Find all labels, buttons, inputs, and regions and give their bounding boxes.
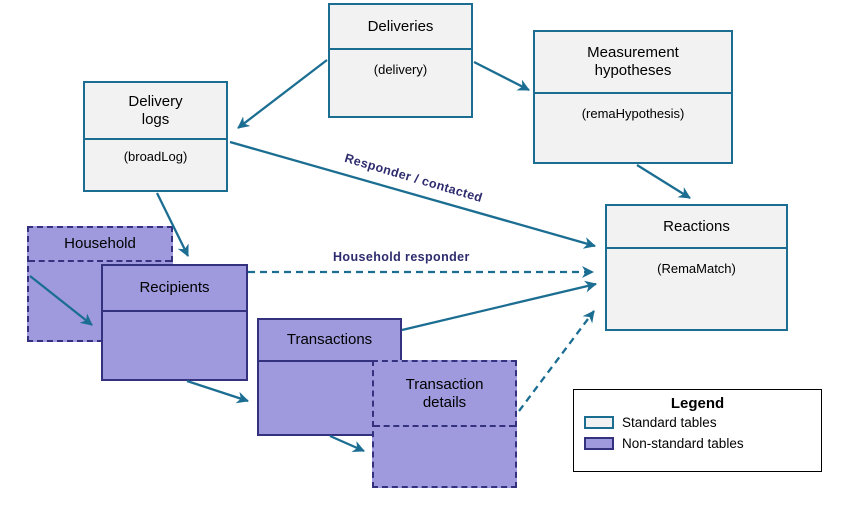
standard-table-swatch xyxy=(584,416,614,429)
entity-delivery-logs-subtitle: (broadLog) xyxy=(123,149,188,164)
legend-item-non-standard: Non-standard tables xyxy=(584,436,811,451)
legend-item-standard: Standard tables xyxy=(584,415,811,430)
entity-reactions-subtitle: (RemaMatch) xyxy=(657,261,736,276)
entity-recipients: Recipients xyxy=(101,264,248,381)
edge-label-responder-contacted: Responder / contacted xyxy=(343,151,485,206)
entity-deliveries: Deliveries (delivery) xyxy=(328,3,473,118)
entity-reactions: Reactions (RemaMatch) xyxy=(605,204,788,331)
entity-delivery-logs-title: Delivery logs xyxy=(85,83,226,140)
edge-deliveries-to-delivery-logs xyxy=(237,59,328,129)
edge-recipients-to-transactions xyxy=(186,379,249,404)
entity-household-title: Household xyxy=(29,228,171,262)
edge-transactions-to-transaction-details xyxy=(329,434,365,453)
edge-measurement-hypotheses-to-reactions xyxy=(636,164,691,199)
entity-measurement-hypotheses-subtitle: (remaHypothesis) xyxy=(581,106,685,121)
edge-label-household-responder: Household responder xyxy=(333,250,470,264)
entity-transaction-details-body xyxy=(374,427,515,486)
legend-item-standard-label: Standard tables xyxy=(622,415,717,430)
legend: Legend Standard tables Non-standard tabl… xyxy=(573,389,822,472)
entity-transaction-details: Transaction details xyxy=(372,360,517,488)
entity-measurement-hypotheses: Measurement hypotheses (remaHypothesis) xyxy=(533,30,733,164)
entity-recipients-body xyxy=(103,312,246,379)
entity-measurement-hypotheses-title: Measurement hypotheses xyxy=(535,32,731,94)
entity-transaction-details-title: Transaction details xyxy=(374,362,515,427)
legend-item-non-standard-label: Non-standard tables xyxy=(622,436,744,451)
legend-title: Legend xyxy=(670,395,725,412)
entity-transactions-title: Transactions xyxy=(259,320,400,362)
edge-deliveries-to-measurement-hypotheses xyxy=(473,60,530,92)
non-standard-table-swatch xyxy=(584,437,614,450)
entity-deliveries-subtitle: (delivery) xyxy=(373,62,428,77)
entity-deliveries-title: Deliveries xyxy=(330,5,471,50)
entity-delivery-logs: Delivery logs (broadLog) xyxy=(83,81,228,192)
entity-recipients-title: Recipients xyxy=(103,266,246,312)
entity-reactions-title: Reactions xyxy=(607,206,786,249)
edge-transactions-to-reactions xyxy=(401,280,597,332)
